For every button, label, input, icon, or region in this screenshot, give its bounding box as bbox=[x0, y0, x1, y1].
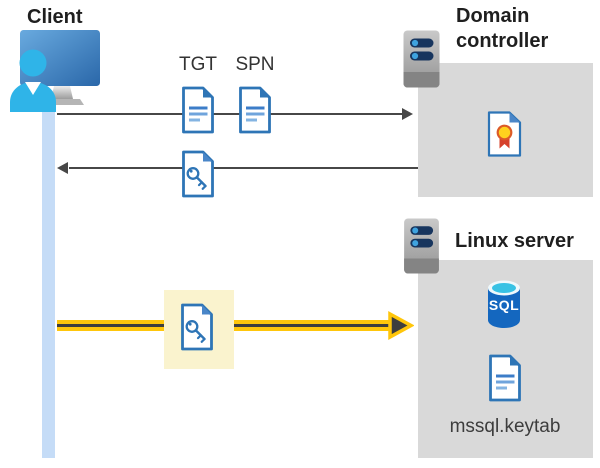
sql-database-label: SQL bbox=[488, 297, 520, 313]
request-arrowhead-icon bbox=[402, 108, 413, 120]
client-computer-user-icon bbox=[6, 26, 106, 112]
domain-controller-label-line1: Domain bbox=[456, 5, 530, 27]
request-arrow-line bbox=[57, 113, 403, 115]
linux-server-label: Linux server bbox=[455, 230, 574, 252]
tgt-document-icon bbox=[179, 86, 217, 134]
domain-controller-label: Domain controller bbox=[456, 4, 548, 54]
certificate-icon bbox=[486, 111, 523, 157]
spn-label: SPN bbox=[235, 54, 275, 75]
spn-document-icon bbox=[236, 86, 274, 134]
client-label: Client bbox=[27, 6, 83, 28]
tgt-label: TGT bbox=[179, 54, 217, 75]
auth-arrowhead-icon bbox=[388, 311, 414, 340]
keytab-document-icon bbox=[486, 354, 524, 402]
response-arrowhead-icon bbox=[57, 162, 68, 174]
domain-controller-server-icon bbox=[403, 30, 440, 88]
key-ticket-highlighted-icon bbox=[178, 303, 216, 351]
keytab-filename-label: mssql.keytab bbox=[449, 416, 561, 437]
response-arrow-line bbox=[69, 167, 418, 169]
domain-controller-label-line2: controller bbox=[456, 30, 549, 52]
linux-server-icon bbox=[403, 218, 440, 274]
key-ticket-icon bbox=[179, 150, 217, 198]
client-lifeline bbox=[42, 92, 55, 458]
